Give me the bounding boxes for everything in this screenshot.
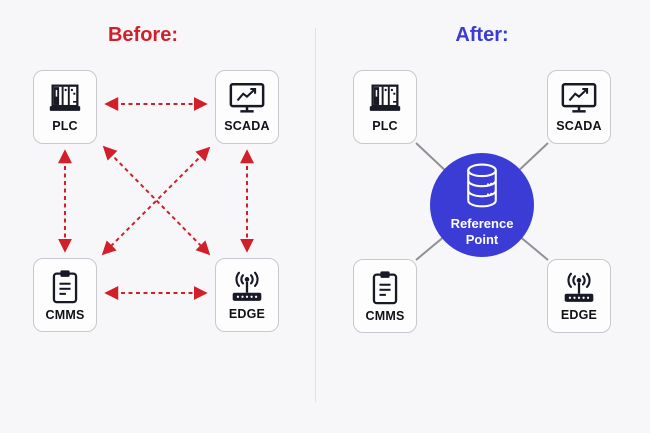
node-label: PLC — [52, 118, 78, 133]
panel-divider — [315, 28, 316, 402]
node-plc-after: PLC — [353, 70, 417, 144]
plc-rack-icon — [366, 82, 404, 115]
before-title: Before: — [107, 24, 178, 46]
plc-rack-icon — [46, 82, 84, 115]
node-cmms-after: CMMS — [353, 259, 417, 333]
clipboard-icon — [370, 270, 400, 305]
node-scada-after: SCADA — [547, 70, 611, 144]
node-label: CMMS — [365, 308, 405, 323]
wireless-router-icon — [558, 271, 600, 304]
node-label: PLC — [372, 118, 398, 133]
node-label: CMMS — [45, 307, 85, 322]
node-cmms-before: CMMS — [33, 258, 97, 332]
database-icon — [460, 162, 504, 213]
node-label: SCADA — [224, 118, 270, 133]
monitor-trend-icon — [228, 82, 266, 115]
wireless-router-icon — [226, 270, 268, 303]
monitor-trend-icon — [560, 82, 598, 115]
node-plc-before: PLC — [33, 70, 97, 144]
edge-scada-cmms-arrow — [101, 146, 211, 256]
node-edge-after: EDGE — [547, 259, 611, 333]
hub-label: Reference Point — [450, 215, 514, 247]
node-label: EDGE — [228, 306, 266, 321]
clipboard-icon — [50, 269, 80, 304]
node-label: SCADA — [556, 118, 602, 133]
after-title: After: — [455, 24, 509, 46]
node-edge-before: EDGE — [215, 258, 279, 332]
edge-plc-edge-arrow — [102, 145, 211, 256]
node-label: EDGE — [560, 307, 598, 322]
node-scada-before: SCADA — [215, 70, 279, 144]
reference-point-hub: Reference Point — [430, 153, 534, 257]
